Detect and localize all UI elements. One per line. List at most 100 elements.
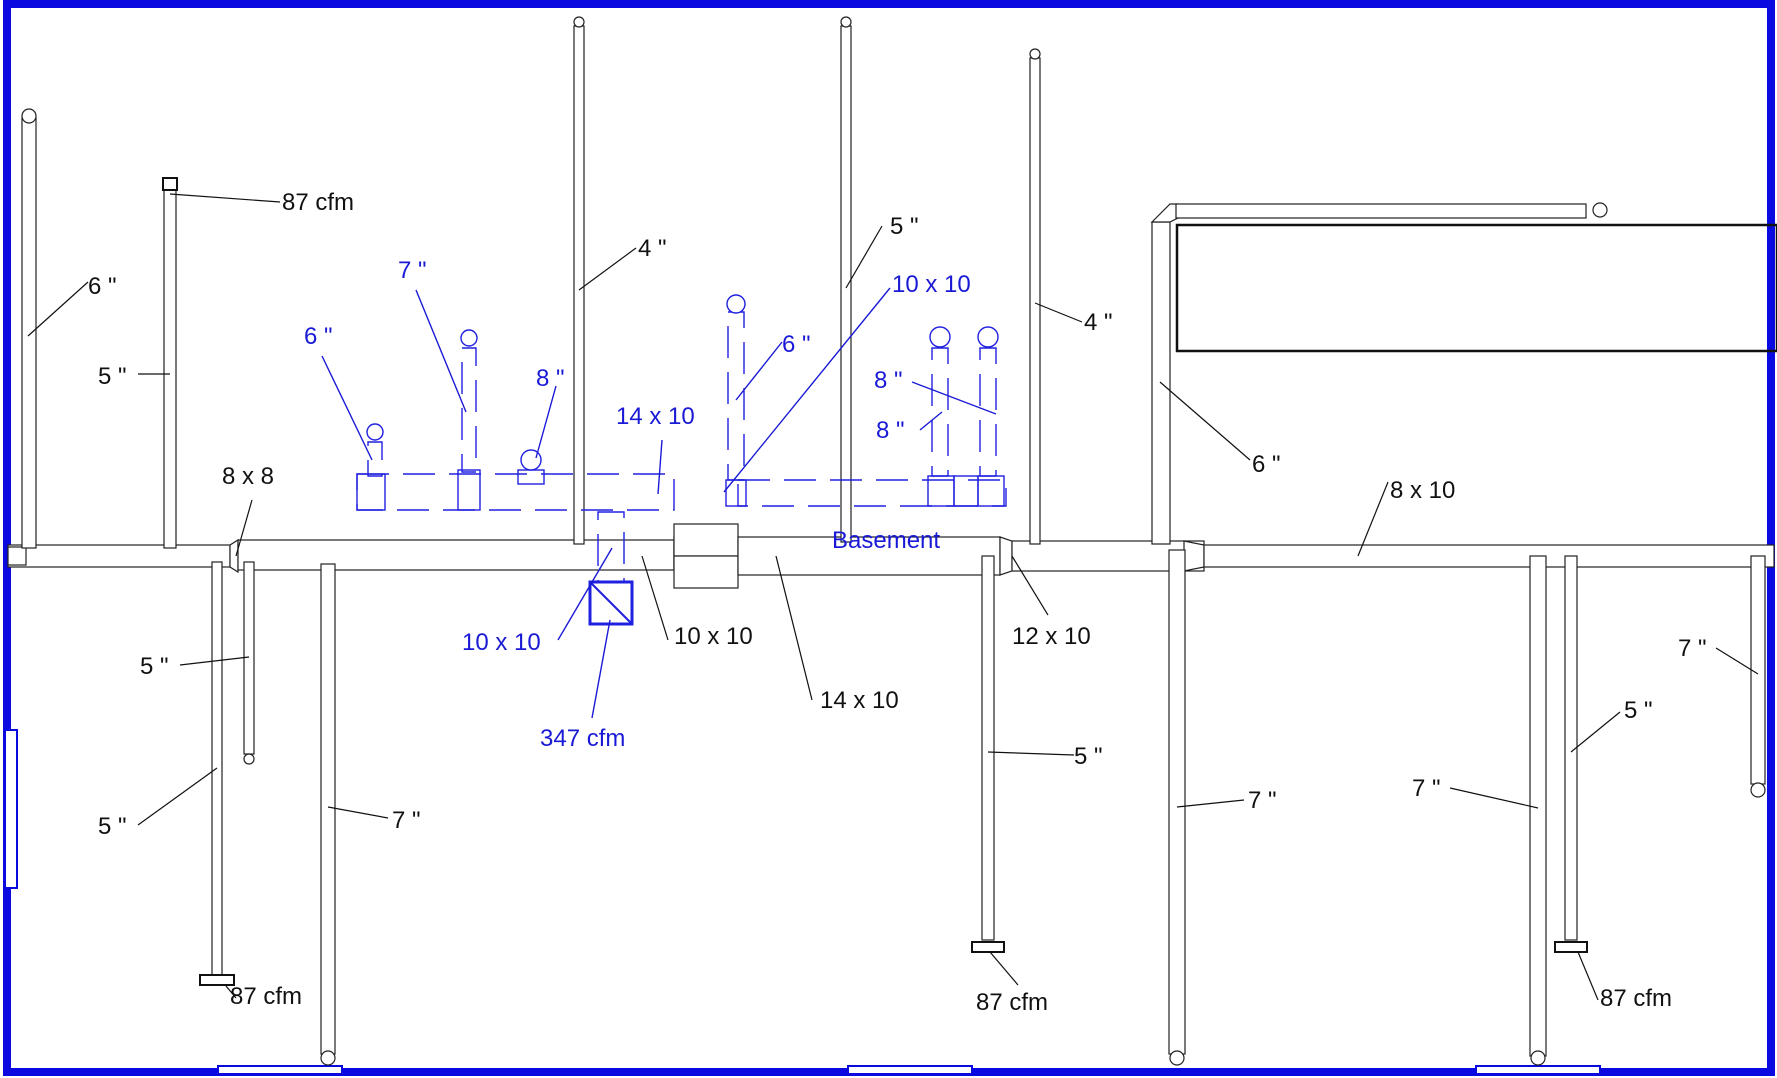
- diffuser-icon: [1029, 48, 1041, 60]
- diffuser-icon: [1169, 1050, 1185, 1066]
- branch-lower-7a: [320, 563, 336, 1055]
- size-label: 6 ": [1252, 451, 1281, 478]
- size-label: 5 ": [1074, 743, 1103, 770]
- branch-left-6: [21, 117, 37, 549]
- branch-left-5: [163, 189, 177, 549]
- branch-right-5: [1564, 555, 1578, 941]
- airflow-label: 87 cfm: [976, 989, 1048, 1016]
- leader-line: [1449, 787, 1539, 809]
- branch-top-4: [573, 25, 585, 545]
- trunk-14x10: [737, 536, 1001, 576]
- branch-lower-5a: [211, 561, 223, 978]
- return-grille-icon: [977, 326, 999, 348]
- airflow-label: 87 cfm: [230, 983, 302, 1010]
- size-label: 5 ": [890, 213, 919, 240]
- supply-branches-lower: [199, 549, 1766, 1066]
- return-size-label: 8 ": [536, 365, 565, 392]
- leader-line: [1357, 481, 1389, 557]
- size-label: 6 ": [88, 273, 117, 300]
- trunk-left: [7, 544, 231, 568]
- return-size-label: 8 ": [874, 367, 903, 394]
- return-ducts: [356, 294, 1007, 626]
- return-branch-6: [367, 441, 383, 477]
- size-label: 12 x 10: [1012, 623, 1091, 650]
- size-label: 5 ": [98, 363, 127, 390]
- leader-line: [578, 247, 637, 291]
- return-box: [457, 469, 481, 511]
- size-label: 7 ": [392, 807, 421, 834]
- wall-window-1: [217, 1065, 343, 1075]
- size-label: 5 ": [140, 653, 169, 680]
- leader-line: [415, 289, 467, 413]
- register-icon: [199, 974, 235, 986]
- return-grille-icon: [520, 449, 542, 471]
- branch-mid-5: [981, 555, 995, 941]
- leader-line: [987, 751, 1075, 756]
- wall-window-2: [847, 1065, 973, 1075]
- leader-line: [989, 951, 1019, 986]
- leader-line: [845, 225, 883, 289]
- leader-line: [235, 499, 253, 557]
- trunk-transition-1: [229, 538, 239, 574]
- diffuser-icon: [243, 753, 255, 765]
- size-label: 7 ": [1412, 775, 1441, 802]
- leader-line: [1176, 799, 1245, 808]
- leader-line: [911, 381, 997, 415]
- leader-line: [137, 767, 218, 826]
- diffuser-icon: [1750, 782, 1766, 798]
- size-label: 14 x 10: [820, 687, 899, 714]
- size-label: 7 ": [1248, 787, 1277, 814]
- return-size-label: 6 ": [782, 331, 811, 358]
- return-size-label: 7 ": [398, 257, 427, 284]
- room-label: Basement: [832, 527, 940, 554]
- return-size-label: 10 x 10: [462, 629, 541, 656]
- diffuser-icon: [840, 16, 852, 28]
- leader-line: [1577, 951, 1599, 1001]
- return-grille-icon: [460, 329, 478, 347]
- return-grille-icon: [929, 326, 951, 348]
- return-size-label: 6 ": [304, 323, 333, 350]
- plenum-box-3: [673, 555, 739, 589]
- leader-line: [919, 411, 943, 431]
- leader-lines: [27, 193, 1759, 1001]
- return-branch-8b: [979, 347, 997, 477]
- return-box: [356, 473, 386, 511]
- leader-line: [179, 656, 250, 666]
- return-trunk-right: [737, 479, 1007, 507]
- wall-window-3: [1475, 1065, 1601, 1075]
- size-label: 4 ": [1084, 309, 1113, 336]
- elbow-fitting: [1150, 203, 1179, 223]
- return-box: [725, 479, 747, 507]
- plenum-box-2: [673, 523, 739, 557]
- size-label: 5 ": [1624, 697, 1653, 724]
- diffuser-icon: [1530, 1050, 1546, 1066]
- branch-top-5: [840, 25, 852, 543]
- leader-line: [327, 806, 389, 819]
- leader-line: [557, 547, 613, 641]
- return-airflow-label: 347 cfm: [540, 725, 625, 752]
- return-box: [517, 469, 545, 485]
- return-branch-8a: [931, 347, 949, 477]
- supply-branches-upper: [21, 16, 1608, 549]
- leader-line: [723, 287, 891, 493]
- leader-line: [641, 555, 669, 641]
- branch-mid-7: [1168, 549, 1186, 1055]
- branch-right-7a: [1529, 555, 1547, 1057]
- leader-line: [1011, 555, 1049, 616]
- leader-line: [27, 281, 89, 337]
- branch-right-6-horizontal: [1175, 203, 1587, 219]
- trunk-cap: [7, 546, 27, 566]
- size-label: 8 x 10: [1390, 477, 1455, 504]
- diffuser-icon: [573, 16, 585, 28]
- leader-line: [225, 985, 237, 999]
- register-icon: [162, 177, 178, 191]
- wall-door-left: [4, 729, 18, 889]
- register-icon: [971, 941, 1005, 953]
- diffuser-icon: [320, 1050, 336, 1066]
- leader-line: [1570, 711, 1621, 753]
- return-size-label: 10 x 10: [892, 271, 971, 298]
- diffuser-icon: [21, 108, 37, 124]
- trunk-transition-2: [999, 536, 1013, 576]
